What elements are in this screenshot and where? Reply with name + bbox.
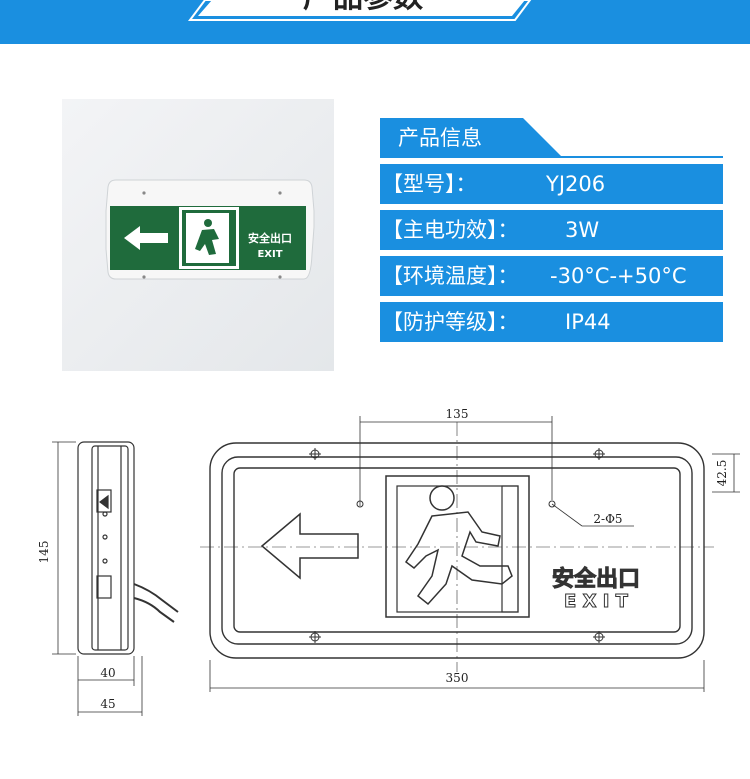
svg-text:EXIT: EXIT <box>257 249 282 260</box>
dim-height-label: 145 <box>37 541 51 564</box>
spec-value: YJ206 <box>546 172 606 196</box>
exit-sign-photo: 安全出口 EXIT <box>62 99 334 371</box>
banner-title: 产品参数 <box>196 0 530 20</box>
spec-label: 【主电功效】： <box>382 218 519 242</box>
dim-depth-40-label: 40 <box>100 666 115 680</box>
spec-label: 【环境温度】： <box>382 264 519 288</box>
technical-drawing: 145 40 45 <box>0 380 750 775</box>
spec-value: -30°C-+50°C <box>550 264 687 288</box>
banner-title-box: 产品参数 <box>196 0 530 20</box>
spec-label: 【型号】： <box>382 172 477 196</box>
spec-header-bg <box>380 118 723 158</box>
spec-row-temperature: 【环境温度】： -30°C-+50°C <box>380 256 723 296</box>
dim-hole-offset-label: 42.5 <box>715 460 729 487</box>
side-view <box>77 441 179 655</box>
dim-width-label: 350 <box>446 671 469 685</box>
spec-row-power: 【主电功效】： 3W <box>380 210 723 250</box>
dim-depth-45-label: 45 <box>100 697 115 711</box>
spec-row-protection: 【防护等级】： IP44 <box>380 302 723 342</box>
dimension-drawing: 145 40 45 <box>0 380 750 775</box>
spec-table: 产品信息 【型号】： YJ206 【主电功效】： 3W 【环境温度】： -30°… <box>380 118 723 342</box>
front-view <box>200 422 714 672</box>
dim-hole-label: 2-Φ5 <box>593 512 622 526</box>
banner-decoration <box>188 0 532 21</box>
spec-row-model: 【型号】： YJ206 <box>380 164 723 204</box>
svg-text:安全出口: 安全出口 <box>248 231 292 245</box>
spec-value: 3W <box>565 218 600 242</box>
drawing-sign-text-cn: 安全出口 <box>552 566 640 592</box>
spec-label: 【防护等级】： <box>382 310 519 334</box>
spec-header: 产品信息 <box>380 118 723 158</box>
spec-value: IP44 <box>565 310 611 334</box>
top-banner: 产品参数 <box>0 0 750 44</box>
dim-hole-spacing-label: 135 <box>446 407 469 421</box>
product-photo: 安全出口 EXIT <box>62 99 334 371</box>
spec-header-title: 产品信息 <box>398 126 482 150</box>
drawing-sign-text-en: E X I T <box>564 591 629 612</box>
